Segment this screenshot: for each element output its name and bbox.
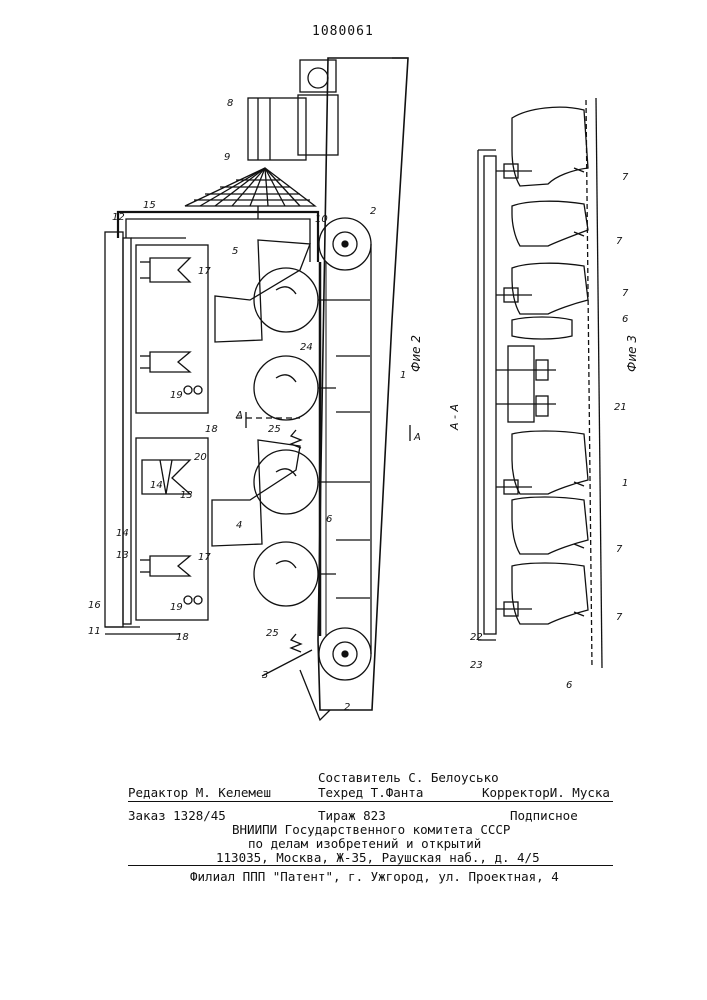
drum-8 [248,98,306,160]
plate-23 [484,156,496,634]
fig2-label-6: 6 [326,514,332,525]
fig2-section-caption: A - A [448,404,461,431]
nozzle-mid [140,352,190,372]
profile-2 [512,201,588,246]
fig2-label-13a: 13 [180,490,193,501]
feeder-5 [215,240,310,342]
roller-2 [254,356,318,420]
nozzle-17-top [140,258,190,282]
fig2-label-17b: 17 [198,552,211,563]
patent-drawings: 8 9 15 12 10 2 5 17 24 19 18 1 25 20 14 … [0,0,707,760]
fig3-label-21: 21 [614,402,627,413]
profile-3 [512,263,588,314]
fig2-label-15: 15 [143,200,156,211]
imprint-org-line2: по делам изобретений и открытий [248,836,481,851]
fig3-caption: Фие 3 [625,335,639,372]
fig3-label-1: 1 [622,478,628,489]
fig2-label-18a: 18 [205,424,218,435]
fig2-label-1: 1 [400,370,406,381]
profile-6 [512,563,588,624]
figure-3-drawing [478,98,602,668]
imprint-techred: Техред Т.Фанта [318,785,423,800]
spring-25-bottom [291,634,301,652]
imprint-corrector: КорректорИ. Муска [482,785,610,800]
publication-imprint: Составитель С. Белоусько Редактор М. Кел… [0,760,707,880]
imprint-address: 113035, Москва, Ж-35, Раушская наб., д. … [216,850,540,865]
imprint-compiler: Составитель С. Белоусько [318,770,499,785]
fig2-label-13b: 13 [116,550,129,561]
fig2-label-20: 20 [194,452,207,463]
fig2-label-8: 8 [227,98,233,109]
fig2-section-mark-a1: A [235,410,243,421]
fig2-label-14a: 14 [150,480,163,491]
nozzle-17-bottom [140,556,190,576]
fig2-label-18b: 18 [176,632,189,643]
fig3-label-23: 23 [470,660,483,671]
fig3-label-7b: 7 [616,236,623,247]
clamp-21 [508,346,534,422]
imprint-editor: Редактор М. Келемеш [128,785,271,800]
imprint-branch: Филиал ППП "Патент", г. Ужгород, ул. Про… [190,869,559,884]
chamber-lower [136,438,208,620]
fig2-label-2a: 2 [370,206,376,217]
fig2-label-11: 11 [88,626,101,637]
roller-4 [254,542,318,606]
fig3-label-7a: 7 [622,172,629,183]
roller-3 [254,450,318,514]
fig3-label-6a: 6 [622,314,628,325]
profile-4 [512,431,588,494]
fig2-label-4: 4 [236,520,242,531]
motor-block [300,60,336,92]
imprint-order: Заказ 1328/45 [128,808,226,823]
fig3-label-7d: 7 [616,544,623,555]
fig2-label-25b: 25 [266,628,279,639]
fig2-label-9: 9 [224,152,230,163]
fig2-label-19b: 19 [170,602,183,613]
fig2-label-5: 5 [232,246,238,257]
fig2-label-17a: 17 [198,266,211,277]
fig3-label-6b: 6 [566,680,572,691]
fig2-label-14b: 14 [116,528,129,539]
fig2-label-16: 16 [88,600,101,611]
imprint-org-line1: ВНИИПИ Государственного комитета СССР [232,822,510,837]
fig2-section-mark-a2: A [413,432,421,443]
fig2-caption: Фие 2 [409,335,423,372]
fig3-label-7c: 7 [622,288,629,299]
fig2-label-3: 3 [262,670,268,681]
divider [128,865,613,866]
imprint-circulation: Тираж 823 [318,808,386,823]
fig3-label-7e: 7 [616,612,623,623]
profile-1 [512,107,588,186]
fig2-label-10: 10 [315,214,328,225]
fig2-label-25a: 25 [268,424,281,435]
imprint-subscription: Подписное [510,808,578,823]
fig3-label-22: 22 [470,632,483,643]
fig2-label-24: 24 [300,342,313,353]
divider [128,801,613,802]
fig2-label-12: 12 [112,212,125,223]
fig2-label-2b: 2 [344,702,350,713]
roller-1 [254,268,318,332]
fig2-label-19a: 19 [170,390,183,401]
figure-2-drawing [105,58,410,720]
housing-12 [105,232,123,627]
